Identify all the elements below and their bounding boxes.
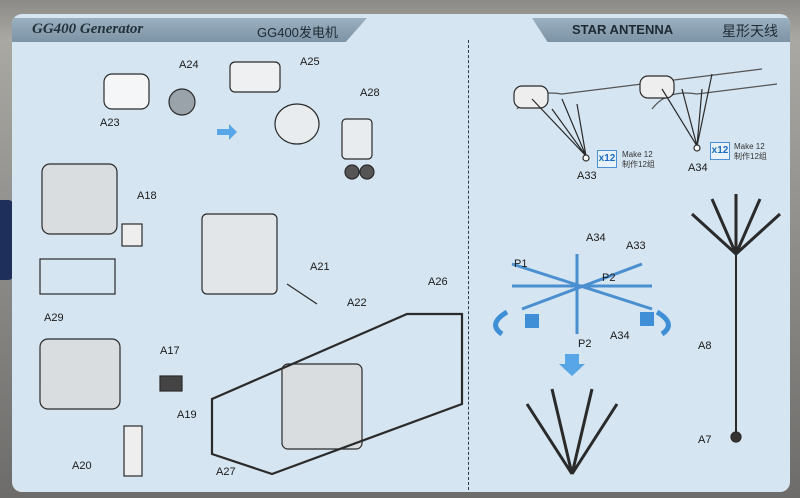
part-label-a34-lower: A34 bbox=[610, 330, 630, 342]
assembly-drawings bbox=[39, 61, 782, 477]
antenna-drawings bbox=[493, 68, 782, 475]
part-label-a20: A20 bbox=[72, 460, 92, 472]
part-label-a34-step2: A34 bbox=[586, 232, 606, 244]
antenna-title: STAR ANTENNA bbox=[572, 22, 674, 37]
part-label-p2-lower: P2 bbox=[578, 338, 592, 350]
generator-header: GG400 Generator GG400发电机 bbox=[12, 18, 367, 42]
part-label-a18: A18 bbox=[137, 190, 157, 202]
make-note: Make 12 制作12组 bbox=[622, 150, 655, 170]
part-label-a33-step2: A33 bbox=[626, 240, 646, 252]
antenna-title-cn: 星形天线 bbox=[722, 23, 778, 39]
part-label-a27: A27 bbox=[216, 466, 236, 478]
generator-title-cn: GG400发电机 bbox=[257, 25, 338, 40]
generator-title: GG400 Generator bbox=[32, 21, 144, 37]
part-label-a26: A26 bbox=[428, 276, 448, 288]
quantity-badge: x12 bbox=[710, 142, 730, 160]
part-label-p2: P2 bbox=[602, 272, 616, 284]
engine-drawings bbox=[39, 163, 464, 477]
part-label-a24: A24 bbox=[179, 59, 199, 71]
part-label-p1: P1 bbox=[514, 258, 528, 270]
part-label-a34: A34 bbox=[688, 162, 708, 174]
alternator-drawing bbox=[103, 61, 375, 180]
instruction-sheet: GG400 Generator GG400发电机 STAR ANTENNA 星形… bbox=[12, 14, 790, 492]
part-label-a8: A8 bbox=[698, 340, 712, 352]
antenna-header: STAR ANTENNA 星形天线 bbox=[532, 18, 790, 42]
part-label-a33: A33 bbox=[577, 170, 597, 182]
make-note-en: Make 12 bbox=[734, 142, 765, 151]
part-label-a7: A7 bbox=[698, 434, 712, 446]
make-note-en: Make 12 bbox=[622, 150, 653, 159]
make-note: Make 12 制作12组 bbox=[734, 142, 767, 162]
part-label-a19: A19 bbox=[177, 409, 197, 421]
make-note-cn: 制作12组 bbox=[622, 160, 655, 169]
part-label-a23: A23 bbox=[100, 117, 120, 129]
part-label-a21: A21 bbox=[310, 261, 330, 273]
part-label-a29: A29 bbox=[44, 312, 64, 324]
section-divider bbox=[468, 40, 469, 490]
part-label-a25: A25 bbox=[300, 56, 320, 68]
part-label-a17: A17 bbox=[160, 345, 180, 357]
part-label-a22: A22 bbox=[347, 297, 367, 309]
brand-logo-tab bbox=[0, 200, 14, 280]
quantity-badge: x12 bbox=[597, 150, 617, 168]
part-label-a28: A28 bbox=[360, 87, 380, 99]
make-note-cn: 制作12组 bbox=[734, 152, 767, 161]
